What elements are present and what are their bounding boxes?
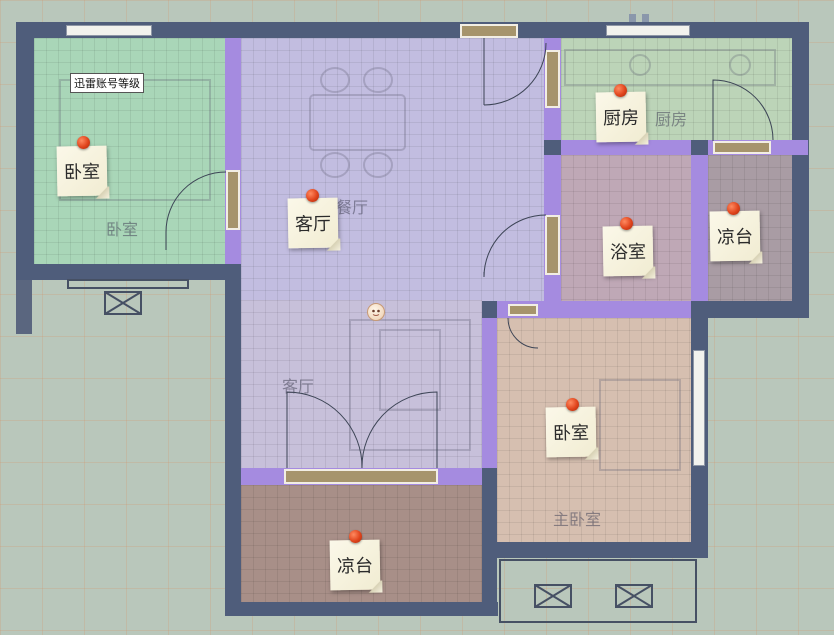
marker-balcony-right[interactable]: 凉台 (709, 210, 761, 262)
floor-label-bedroom-left: 卧室 (106, 220, 139, 239)
floor-label-kitchen: 厨房 (655, 110, 688, 129)
push-pin-icon (306, 189, 319, 202)
room-living-lower (241, 300, 482, 468)
door-balcony-bottom[interactable] (284, 469, 438, 484)
push-pin-icon (566, 398, 579, 411)
passage-kitchen-bottom (561, 140, 691, 155)
passage-master-top (497, 301, 691, 318)
wall-living-left (225, 264, 241, 616)
door-master-bedroom[interactable] (508, 304, 538, 316)
push-pin-icon (77, 136, 90, 149)
marker-living-room[interactable]: 客厅 (287, 197, 339, 249)
window-master-right (693, 350, 705, 466)
door-bedroom-left[interactable] (226, 170, 240, 230)
wall-left-stub (16, 280, 32, 334)
window-bedroom-left (66, 25, 152, 36)
marker-bedroom-left[interactable]: 卧室 (56, 145, 108, 197)
toolbar-mark-2 (642, 14, 649, 26)
marker-master-bedroom[interactable]: 卧室 (545, 406, 597, 458)
wall-right (792, 22, 809, 318)
marker-balcony-bottom[interactable]: 凉台 (329, 539, 381, 591)
account-level-tooltip: 迅雷账号等级 (70, 73, 144, 93)
marker-bathroom[interactable]: 浴室 (602, 225, 654, 277)
wall-master-bottom (482, 542, 708, 558)
smiley-face-icon[interactable] (367, 303, 385, 321)
push-pin-icon (727, 202, 740, 215)
room-kitchen (561, 38, 792, 140)
door-bathroom[interactable] (545, 215, 560, 275)
door-entrance-top[interactable] (460, 24, 518, 38)
floor-label-living: 客厅 (282, 377, 315, 396)
wall-right-step (691, 301, 809, 318)
push-pin-icon (614, 84, 627, 97)
passage-bath-right (691, 155, 708, 301)
toolbar-mark-1 (629, 14, 636, 26)
floor-label-master-bedroom: 主卧室 (553, 510, 602, 529)
door-balcony-right[interactable] (713, 141, 771, 154)
window-kitchen (606, 25, 690, 36)
push-pin-icon (620, 217, 633, 230)
passage-master-left (482, 318, 497, 468)
push-pin-icon (349, 530, 362, 543)
door-kitchen[interactable] (545, 50, 560, 108)
floor-label-dining: 餐厅 (336, 198, 369, 217)
wall-bottom-balcony (225, 602, 498, 616)
wall-balcony-right-side (482, 468, 497, 616)
marker-kitchen[interactable]: 厨房 (595, 91, 647, 143)
wall-left-lower (16, 264, 241, 280)
wall-left (16, 22, 34, 280)
